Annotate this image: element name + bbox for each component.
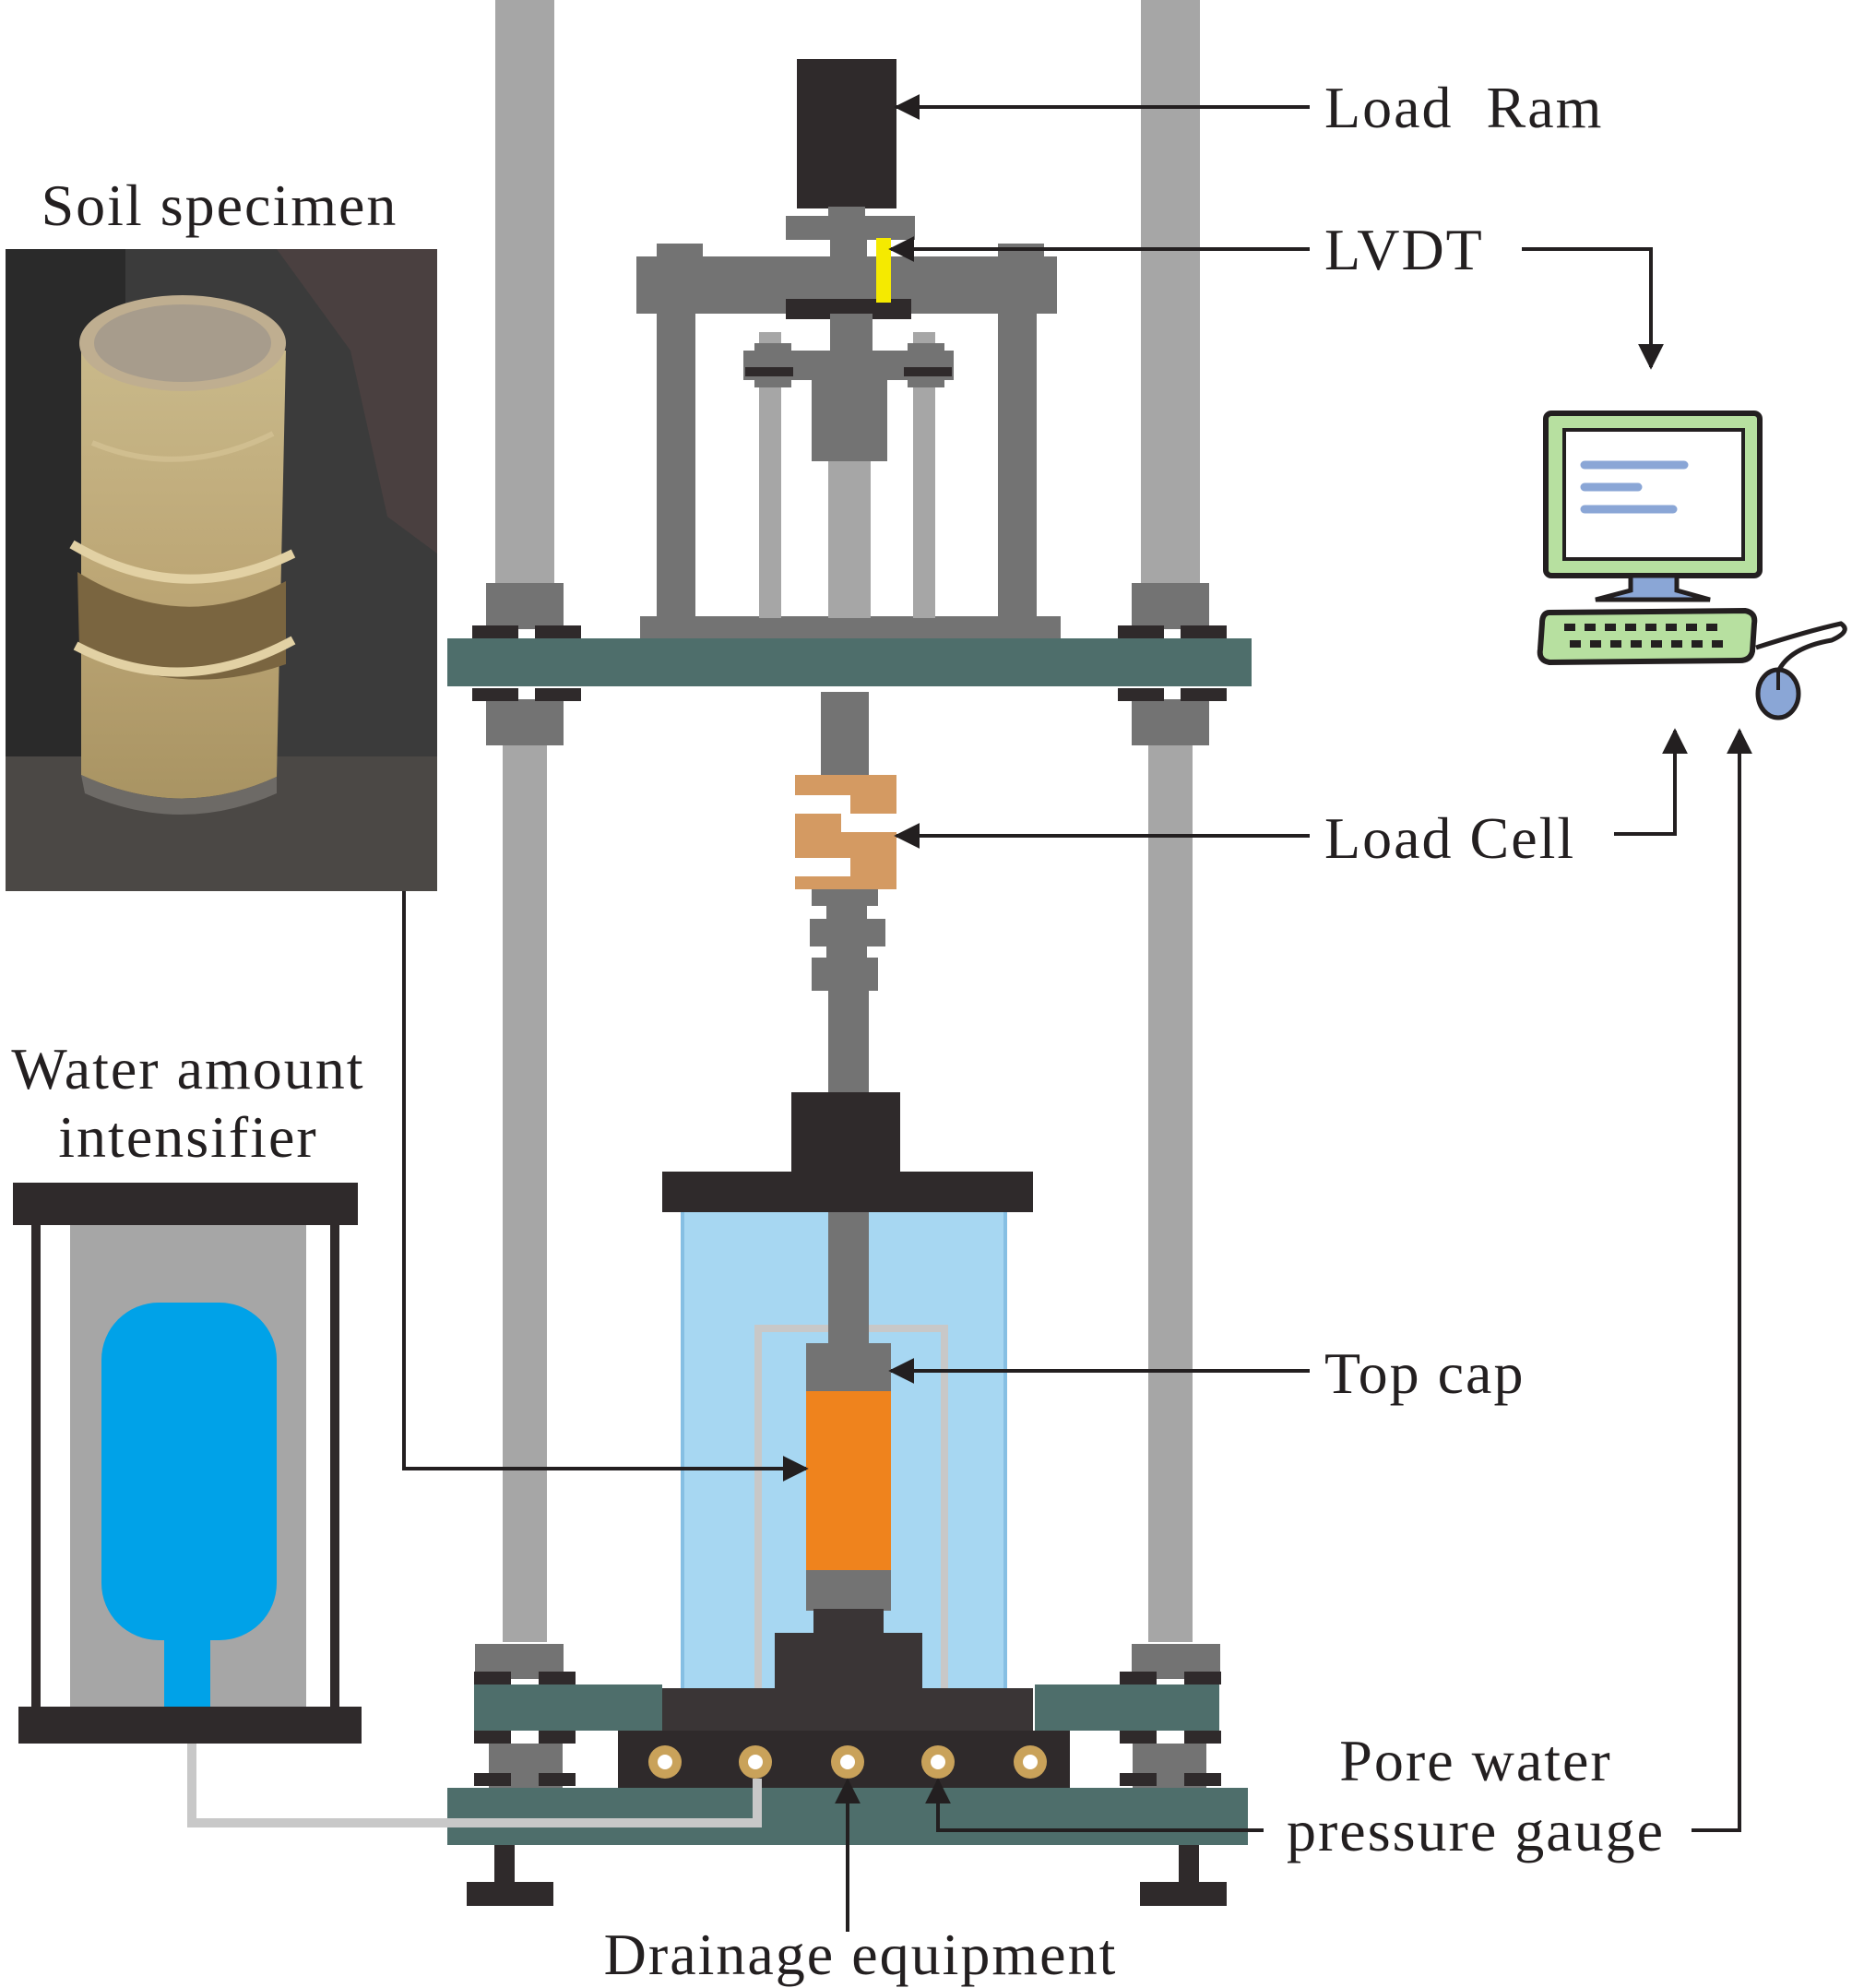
computer-icon xyxy=(1543,411,1763,602)
arrow-soil-specimen xyxy=(402,891,809,1482)
upper-loading-frame xyxy=(636,216,1061,638)
leader-lines xyxy=(402,94,1752,1932)
label-top-cap: Top cap xyxy=(1324,1340,1525,1406)
lvdt-sensor xyxy=(876,238,891,303)
supply-tube xyxy=(187,1744,762,1827)
label-lvdt: LVDT xyxy=(1324,217,1484,282)
label-load-cell: Load Cell xyxy=(1324,805,1575,871)
arrow-load-cell-to-computer xyxy=(1614,728,1688,836)
label-drainage: Drainage equipment xyxy=(604,1922,1118,1987)
label-pore-water-1: Pore water xyxy=(1339,1728,1611,1793)
soil-specimen-photo xyxy=(6,249,437,891)
mouse-icon xyxy=(1755,621,1847,720)
top-crosshead-plate xyxy=(447,638,1252,686)
arrow-pore-water xyxy=(925,1778,1264,1832)
keyboard-icon xyxy=(1537,607,1758,666)
drainage-valves xyxy=(648,1745,1047,1779)
water-amount-intensifier xyxy=(13,1183,362,1744)
label-load-ram: Load Ram xyxy=(1324,75,1603,140)
arrow-pore-water-to-computer xyxy=(1692,728,1752,1832)
label-water-amount-2: intensifier xyxy=(58,1104,317,1170)
arrow-lvdt-to-computer xyxy=(1522,247,1664,370)
load-ram xyxy=(797,59,896,208)
load-cell-assembly xyxy=(795,692,896,1096)
triaxial-cell xyxy=(662,1092,1033,1731)
label-pore-water-2: pressure gauge xyxy=(1287,1798,1665,1863)
label-soil-specimen: Soil specimen xyxy=(42,173,398,238)
label-water-amount-1: Water amount xyxy=(11,1036,364,1101)
specimen-schematic xyxy=(806,1391,891,1572)
frame-columns xyxy=(472,0,1227,1642)
